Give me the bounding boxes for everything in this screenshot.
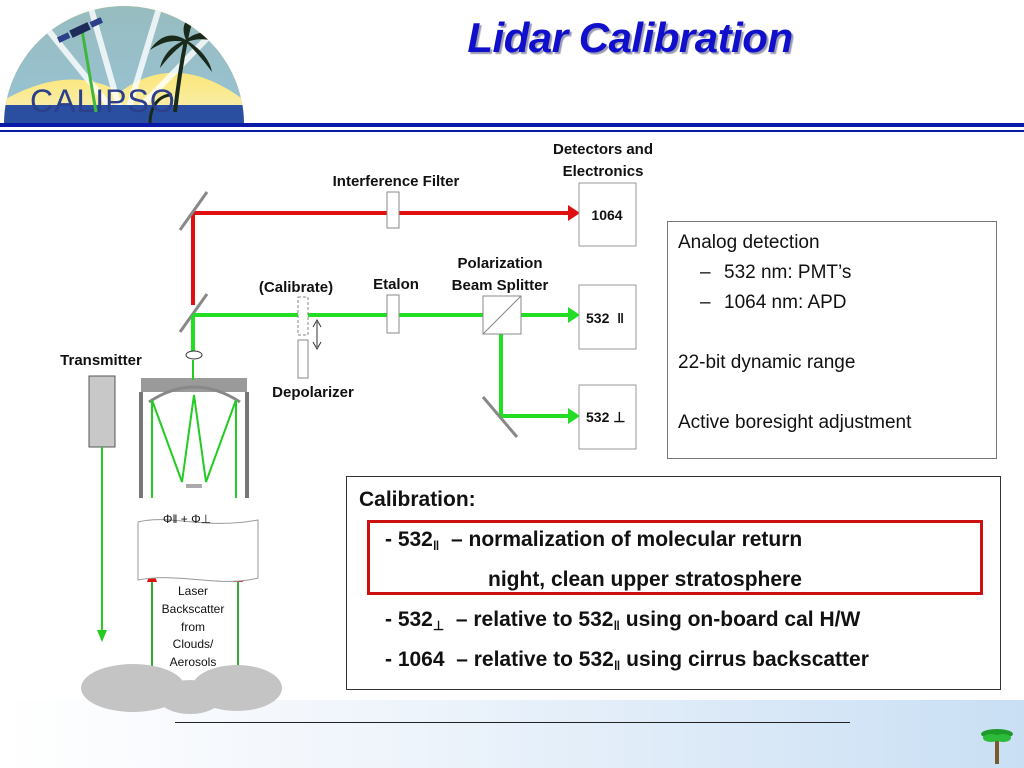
info-item-pmt: –532 nm: PMT’s — [700, 262, 852, 283]
detectors-label-2: Electronics — [563, 163, 644, 180]
calibration-highlight — [367, 520, 983, 595]
footer-rule — [175, 722, 850, 723]
calibrate-depolarizer-slot — [297, 296, 309, 336]
detector-532-perp-label: 532 ⊥ — [586, 409, 625, 425]
interference-filter — [386, 191, 400, 229]
splitter-label-2: Beam Splitter — [452, 277, 549, 294]
upper-fold-mirror — [178, 191, 209, 231]
backscatter-label-5: Aerosols — [170, 655, 217, 669]
etalon — [386, 294, 400, 334]
calibration-line-3: - 532⊥ – relative to 532‖ using on-board… — [385, 608, 861, 633]
telescope-beams — [151, 360, 237, 498]
calibration-line-2: night, clean upper stratosphere — [488, 568, 802, 591]
backscatter-label-1: Laser — [178, 584, 208, 598]
phi-label: Φ‖ + Φ⊥ — [163, 512, 211, 526]
backscatter-label-4: Clouds/ — [173, 637, 214, 651]
dynamic-range-text: 22-bit dynamic range — [678, 352, 856, 373]
depolarizer-label: Depolarizer — [272, 384, 354, 401]
analog-detection-heading: Analog detection — [678, 232, 820, 253]
detection-info-box: Analog detection –532 nm: PMT’s –1064 nm… — [667, 221, 997, 459]
lower-fold-mirror — [481, 396, 519, 438]
page-title: Lidar Calibration — [467, 14, 793, 61]
calibrate-label: (Calibrate) — [259, 279, 333, 296]
info-item-apd: –1064 nm: APD — [700, 292, 847, 313]
detector-532-par-box — [578, 284, 637, 350]
etalon-label: Etalon — [373, 276, 419, 293]
detector-532-perp-box — [578, 384, 637, 450]
calipso-logo: CALIPSO — [4, 6, 244, 124]
calibration-box: Calibration: - 532‖ – normalization of m… — [346, 476, 1001, 690]
title-rule-thick — [0, 123, 1024, 127]
depolarizer — [297, 339, 309, 379]
red-1064-beam — [191, 205, 580, 305]
palm-tree-icon — [981, 729, 1013, 764]
backscatter-label-3: from — [181, 620, 205, 634]
calibration-line-4: - 1064 – relative to 532‖ using cirrus b… — [385, 648, 869, 673]
interference-filter-label: Interference Filter — [333, 173, 460, 190]
logo-text: CALIPSO — [30, 83, 176, 119]
splitter-label-1: Polarization — [457, 255, 542, 272]
detector-1064-box — [578, 182, 637, 247]
detectors-label-1: Detectors and — [553, 141, 653, 158]
detector-1064-label: 1064 — [591, 207, 622, 223]
footer-background — [0, 700, 1024, 768]
transmitter-label: Transmitter — [60, 352, 142, 369]
backscatter-label-2: Backscatter — [162, 602, 225, 616]
calibration-heading: Calibration: — [359, 488, 476, 511]
boresight-text: Active boresight adjustment — [678, 412, 912, 433]
detector-532-par-label: 532 ‖ — [586, 310, 624, 326]
telescope — [139, 350, 249, 498]
calibration-line-1: - 532‖ – normalization of molecular retu… — [385, 528, 803, 553]
signal-banner — [137, 519, 259, 582]
title-rule-thin — [0, 130, 1024, 132]
transmitter — [88, 375, 116, 448]
polarization-beam-splitter — [482, 295, 522, 335]
clouds — [81, 664, 282, 714]
insert-arrow — [312, 318, 322, 351]
